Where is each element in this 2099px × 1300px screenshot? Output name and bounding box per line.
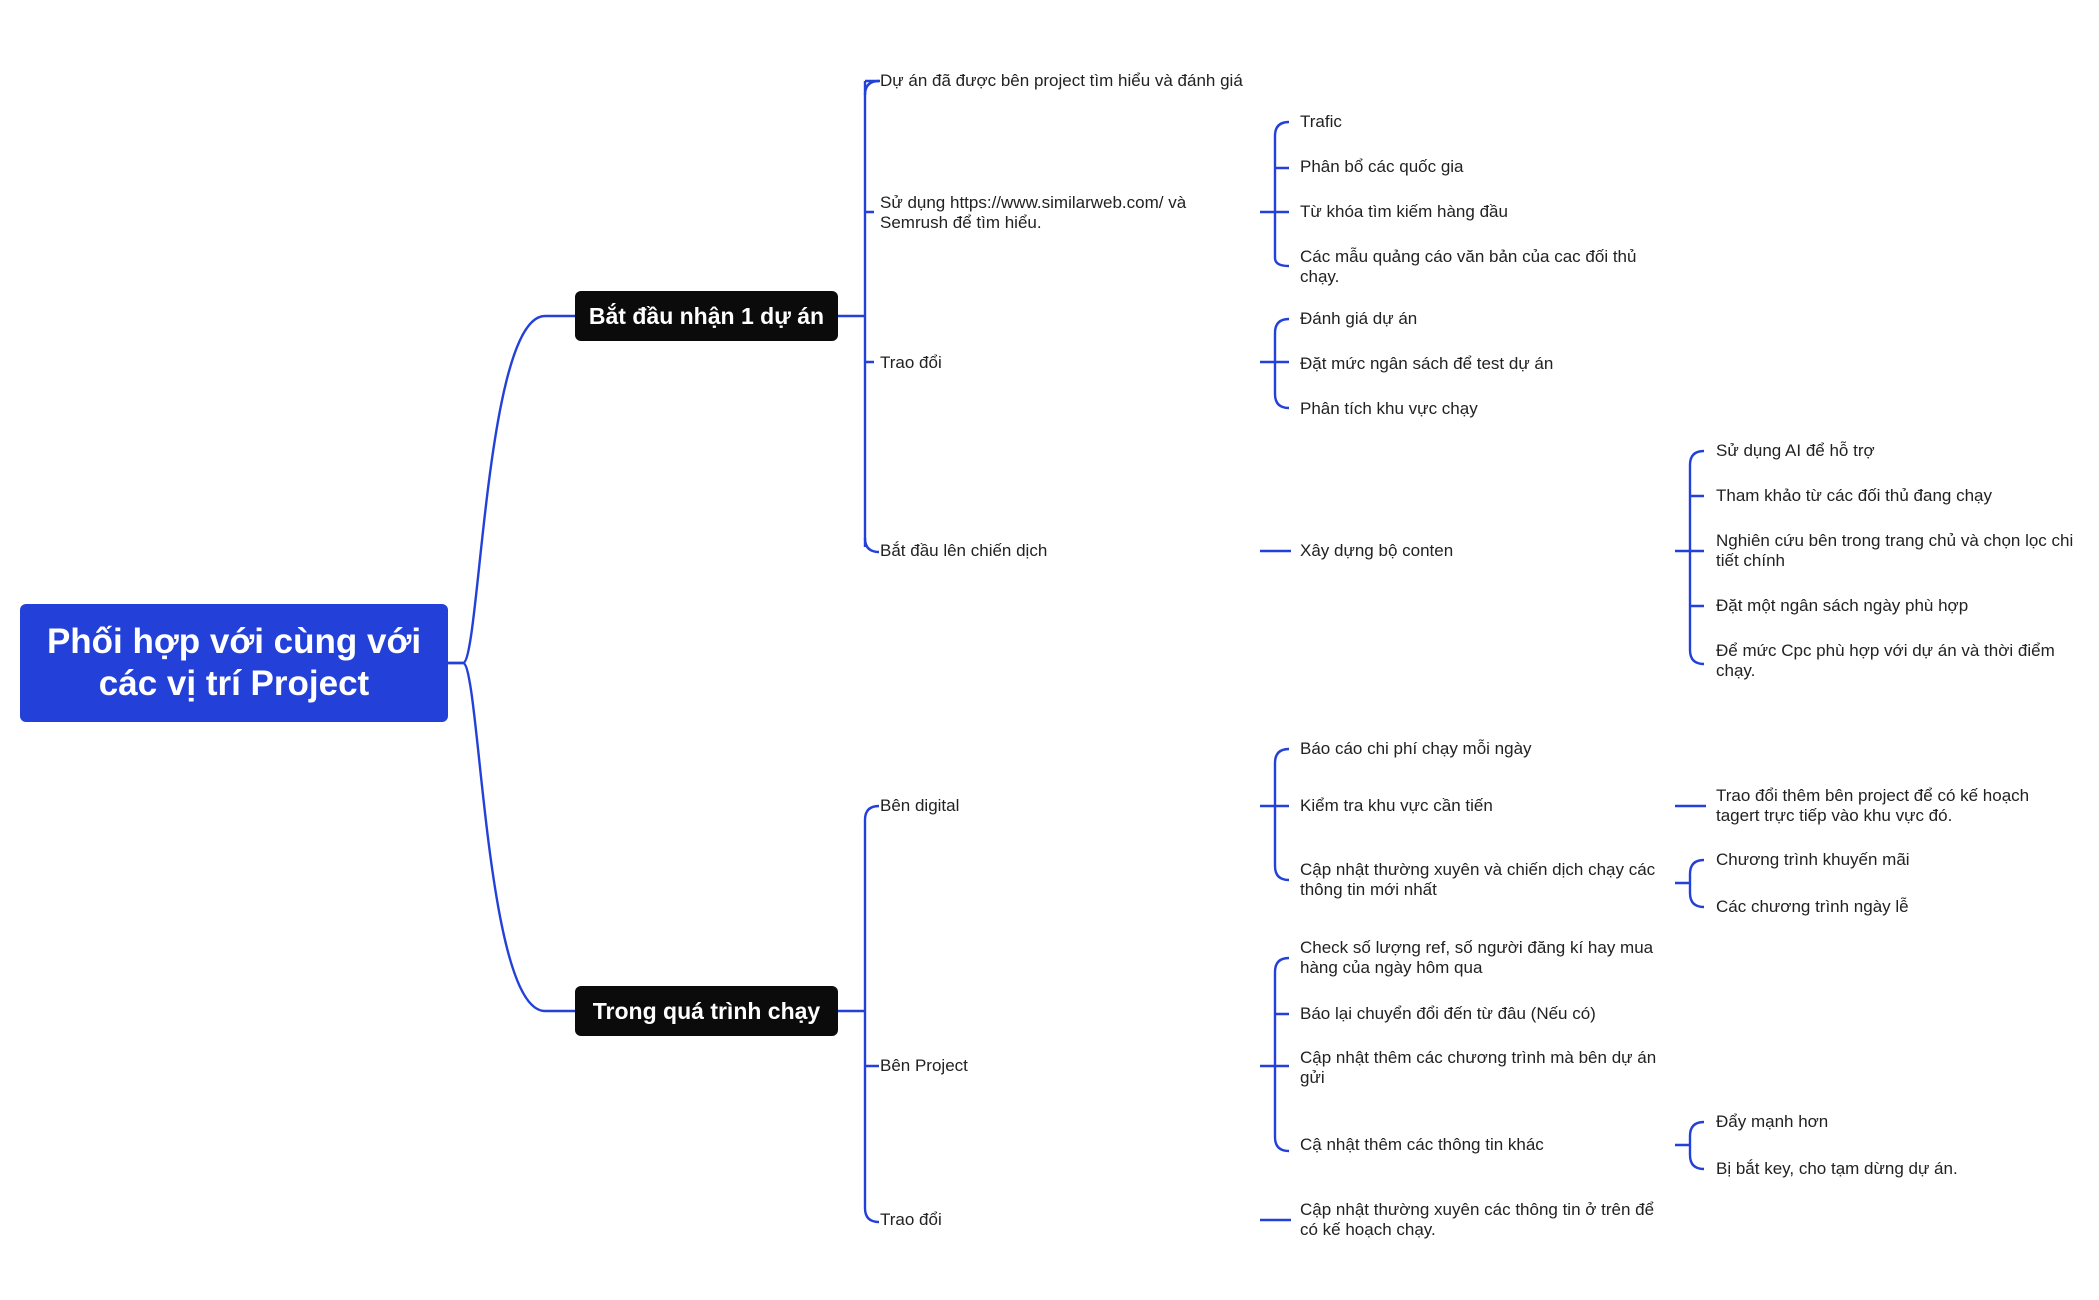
node-analyze-region[interactable]: Phân tích khu vực chạy bbox=[1300, 399, 1478, 418]
node-evaluate-project[interactable]: Đánh giá dự án bbox=[1300, 309, 1418, 328]
node-top-keywords[interactable]: Từ khóa tìm kiếm hàng đầu bbox=[1300, 202, 1508, 221]
node-use-similarweb[interactable]: Sử dụng https://www.similarweb.com/ và S… bbox=[880, 193, 1187, 232]
node-build-content[interactable]: Xây dựng bộ conten bbox=[1300, 541, 1454, 560]
node-discuss-targeting[interactable]: Trao đổi thêm bên project để có kế hoạch… bbox=[1716, 786, 2030, 825]
node-exchange-2[interactable]: Trao đổi bbox=[880, 1210, 942, 1229]
node-country-distribution[interactable]: Phân bổ các quốc gia bbox=[1300, 157, 1464, 176]
node-digital-side[interactable]: Bên digital bbox=[880, 796, 960, 815]
node-cpc-level[interactable]: Để mức Cpc phù hợp với dự án và thời điể… bbox=[1716, 641, 2055, 680]
node-update-campaign[interactable]: Cập nhật thường xuyên và chiến dịch chạy… bbox=[1300, 860, 1656, 899]
node-project-evaluated[interactable]: Dự án đã được bên project tìm hiểu và đá… bbox=[880, 71, 1243, 90]
node-update-programs[interactable]: Cập nhật thêm các chương trình mà bên dự… bbox=[1300, 1048, 1657, 1087]
node-competitor-ads[interactable]: Các mẫu quảng cáo văn bản của cac đối th… bbox=[1300, 247, 1637, 286]
connector-root-b1 bbox=[448, 314, 575, 665]
node-promotions[interactable]: Chương trình khuyến mãi bbox=[1716, 850, 1910, 869]
connector-b1-bracket bbox=[838, 79, 880, 547]
node-check-ref[interactable]: Check số lượng ref, số người đăng kí hay… bbox=[1300, 938, 1654, 977]
node-push-harder[interactable]: Đẩy mạnh hơn bbox=[1716, 1112, 1829, 1131]
node-check-region[interactable]: Kiểm tra khu vực cần tiến bbox=[1300, 796, 1493, 815]
node-pause-project[interactable]: Bị bắt key, cho tạm dừng dự án. bbox=[1716, 1159, 1958, 1178]
branch-node-start-project[interactable]: Bắt đầu nhận 1 dự án bbox=[575, 291, 838, 341]
node-start-campaign[interactable]: Bắt đầu lên chiến dịch bbox=[880, 541, 1048, 560]
node-daily-cost-report[interactable]: Báo cáo chi phí chạy mỗi ngày bbox=[1300, 739, 1532, 758]
root-title-line2: các vị trí Project bbox=[98, 664, 370, 703]
node-exchange-1[interactable]: Trao đổi bbox=[880, 353, 942, 372]
node-set-test-budget[interactable]: Đặt mức ngân sách để test dự án bbox=[1300, 354, 1554, 373]
node-holiday-programs[interactable]: Các chương trình ngày lễ bbox=[1716, 897, 1909, 916]
node-report-conversion[interactable]: Báo lại chuyển đổi đến từ đâu (Nếu có) bbox=[1300, 1004, 1596, 1023]
node-use-ai[interactable]: Sử dụng AI để hỗ trợ bbox=[1716, 441, 1875, 460]
node-research-homepage[interactable]: Nghiên cứu bên trong trang chủ và chọn l… bbox=[1716, 531, 2074, 570]
node-refer-competitors[interactable]: Tham khảo từ các đối thủ đang chạy bbox=[1716, 486, 1992, 505]
connector-b2-bracket bbox=[838, 804, 880, 1224]
branch-node-during-run[interactable]: Trong quá trình chạy bbox=[575, 986, 838, 1036]
node-regular-updates[interactable]: Cập nhật thường xuyên các thông tin ở tr… bbox=[1300, 1200, 1655, 1239]
root-node[interactable]: Phối hợp với cùng với các vị trí Project bbox=[20, 604, 448, 722]
node-update-other-info[interactable]: Cậ nhật thêm các thông tin khác bbox=[1300, 1135, 1544, 1154]
root-title-line1: Phối hợp với cùng với bbox=[46, 622, 422, 661]
node-project-side[interactable]: Bên Project bbox=[880, 1056, 968, 1075]
connector-root-b2 bbox=[448, 661, 575, 1013]
node-daily-budget[interactable]: Đặt một ngân sách ngày phù hợp bbox=[1716, 596, 1969, 615]
node-traffic[interactable]: Trafic bbox=[1300, 112, 1342, 131]
